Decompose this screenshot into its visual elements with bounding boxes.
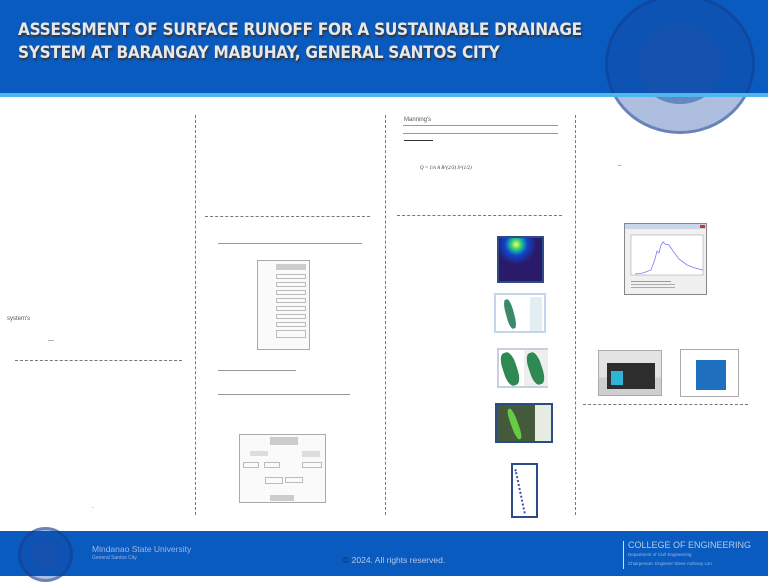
university-seal-footer: [18, 527, 73, 582]
copyright-icon: ©: [343, 555, 350, 565]
heading-underline: [218, 394, 350, 395]
satellite-map-image: [495, 403, 553, 443]
column-divider: [385, 115, 386, 515]
section-divider: [397, 215, 562, 216]
footer-copyright: © 2024. All rights reserved.: [343, 555, 445, 565]
mannings-equation: Q = 1/n A R^(2/3) S^(1/2): [420, 166, 472, 171]
text-mannings: Manning's: [404, 117, 432, 123]
section-divider: [15, 360, 182, 361]
box-culvert-section-image: [680, 349, 739, 397]
box-culvert-3d-image: [598, 350, 662, 396]
footer-university: Mindanao State University: [92, 544, 192, 554]
text-dash: —: [48, 338, 54, 344]
footer-divider: [623, 541, 624, 569]
land-cover-image: [497, 348, 548, 388]
catchment-map-image: [494, 293, 546, 333]
header-stripe: [0, 93, 768, 97]
footer-chairperson: Chairperson: Engineer Steve Anthony Lim: [628, 561, 712, 566]
text-systems: system's: [7, 316, 31, 322]
title-line-1: ASSESSMENT OF SURFACE RUNOFF FOR A SUSTA…: [18, 20, 582, 39]
hydrograph-chart: [630, 234, 704, 288]
heading-underline: [403, 133, 558, 134]
hydrograph-window: [624, 223, 707, 295]
methodology-flowchart: [257, 260, 310, 350]
rainfall-heatmap-image: [497, 236, 544, 283]
poster-title: ASSESSMENT OF SURFACE RUNOFF FOR A SUSTA…: [18, 18, 582, 64]
footer-college: COLLEGE OF ENGINEERING: [628, 540, 752, 550]
footer-banner: [0, 531, 768, 576]
heading-underline: [404, 140, 433, 141]
section-divider: [583, 404, 748, 405]
heading-underline: [218, 243, 362, 244]
heading-underline: [403, 125, 558, 126]
university-seal: [605, 0, 755, 134]
heading-underline: [218, 370, 296, 371]
column-divider: [195, 115, 196, 515]
copyright-text: 2024. All rights reserved.: [351, 555, 446, 565]
text-dash: –: [618, 163, 622, 169]
footer-department: Department of Civil Engineering: [628, 552, 692, 557]
framework-flowchart: [239, 434, 326, 503]
drainage-network-image: [511, 463, 538, 518]
column-divider: [575, 115, 576, 515]
section-divider: [205, 216, 370, 217]
title-line-2: SYSTEM AT BARANGAY MABUHAY, GENERAL SANT…: [18, 43, 500, 62]
footer-city: General Santos City: [92, 555, 137, 561]
text-dot: .: [92, 504, 94, 510]
